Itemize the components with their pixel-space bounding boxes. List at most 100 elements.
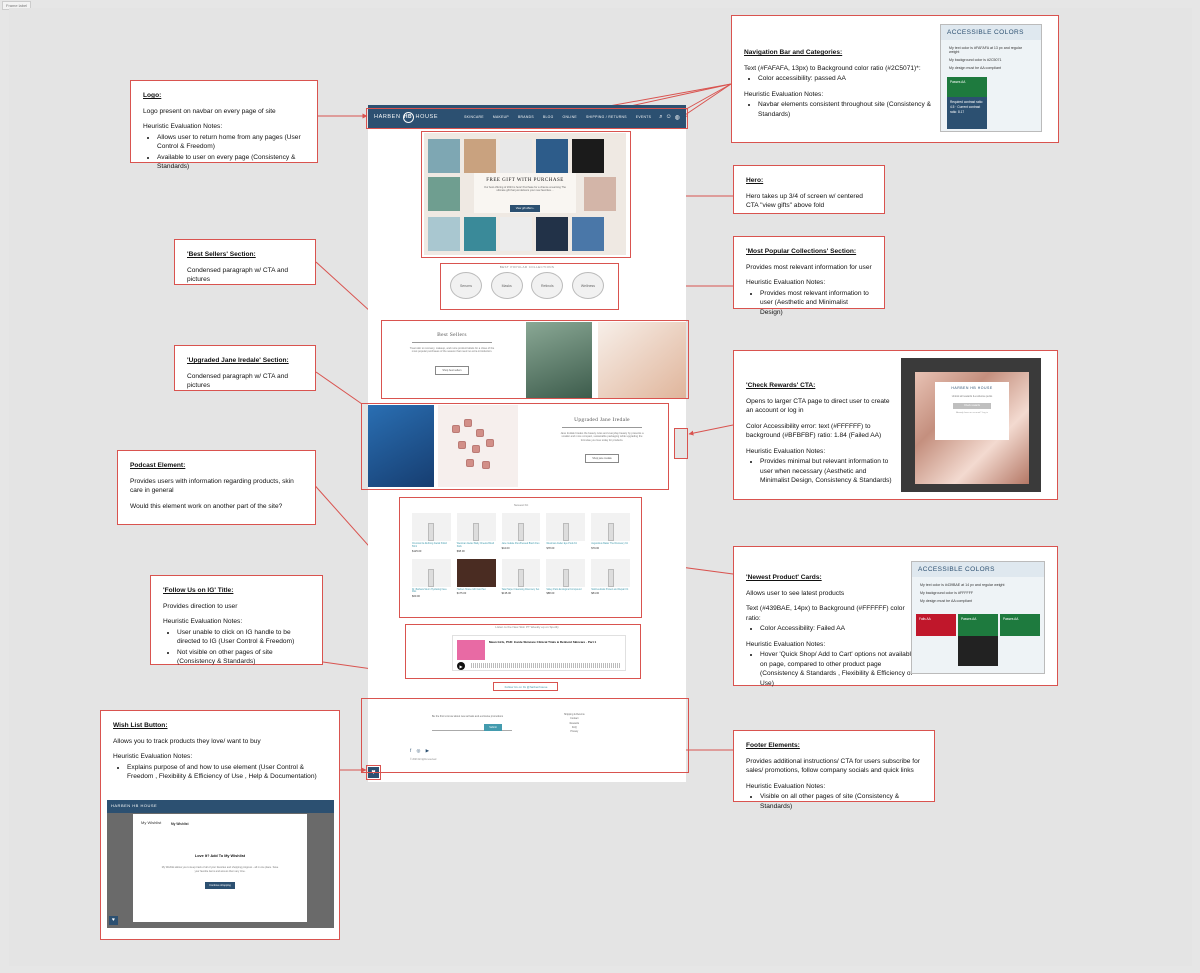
- product-card[interactable]: Sisley Paris Ecological Compound$88.00: [546, 558, 586, 599]
- continue-shopping-button[interactable]: Continue shopping: [205, 882, 235, 889]
- jane-iredale-section: Upgraded Jane Iredale Jane Iredale break…: [368, 405, 686, 489]
- wishlist-nav: HARBEN HB HOUSE: [107, 800, 334, 813]
- divider: [562, 427, 642, 428]
- spotify-player[interactable]: Mean Girls, PhD: Inside Skincare Clinica…: [452, 635, 626, 671]
- footer-link[interactable]: Shipping & Returns: [564, 713, 585, 716]
- search-icon[interactable]: ⌕: [659, 113, 663, 120]
- subscribe-button[interactable]: Submit: [484, 724, 502, 731]
- ac-title: ACCESSIBLE COLORS: [941, 25, 1041, 40]
- nav-link[interactable]: EVENTS: [635, 115, 652, 119]
- note-hero: Hero: Hero takes up 3/4 of screen w/ cen…: [733, 165, 885, 214]
- hero-product-image: [572, 139, 604, 173]
- note-jane: 'Upgraded Jane Iredale' Section: Condens…: [174, 345, 316, 391]
- copyright: © 2023 All rights reserved: [410, 759, 437, 761]
- wishlist-list-name[interactable]: My Wishlist: [171, 822, 189, 826]
- subscribe-text: Be the first to know about new arrivals …: [432, 715, 504, 718]
- wishlist-panel: My Wishlist My Wishlist Love It? Add To …: [133, 814, 307, 922]
- ac-pass-detail: Required contrast ratio: 4.5 · Current c…: [947, 97, 987, 129]
- navbar: HARBEN HB HOUSE SKINCARE MAKEUP BRANDS B…: [368, 105, 686, 129]
- navbar-highlight: [366, 108, 688, 129]
- ac-fail-result: Fails AA: [916, 614, 956, 636]
- shop-jane-iredale-button[interactable]: Shop jane iredale: [585, 454, 619, 464]
- hero-heading: FREE GIFT WITH PURCHASE: [486, 178, 564, 183]
- collection-serums[interactable]: Serums: [450, 272, 482, 299]
- hero-product-image: [584, 177, 616, 211]
- product-card[interactable]: Westman Atelier Baby Cheeks Blush Stick$…: [456, 513, 496, 553]
- footer-quick-links: Shipping & Returns Contact Rewards FAQ P…: [564, 713, 585, 735]
- collection-retinols[interactable]: Retinols: [531, 272, 564, 299]
- rewards-login-link[interactable]: Already have an account? Log in: [956, 412, 988, 414]
- hero-banner: FREE GIFT WITH PURCHASE Our best offerin…: [424, 133, 626, 255]
- shop-best-sellers-button[interactable]: Shop best sellers: [435, 365, 469, 375]
- note-podcast: Podcast Element: Provides users with inf…: [117, 450, 316, 525]
- social-icons[interactable]: f ◎ ▶: [410, 748, 432, 753]
- compacts-image: [438, 405, 518, 487]
- hero-product-image: [464, 139, 496, 173]
- logo-left-text: HARBEN: [374, 114, 401, 120]
- note-footer: Footer Elements: Provides additional ins…: [733, 730, 935, 810]
- wishlist-title: My Wishlist: [141, 820, 162, 825]
- collection-masks[interactable]: Masks: [490, 272, 523, 299]
- hero-product-image: [428, 217, 460, 251]
- cart-icon[interactable]: ◍: [674, 114, 680, 121]
- audio-waveform[interactable]: [471, 663, 621, 668]
- check-rewards-screenshot: HARBEN HB HOUSE Unlock all rewards & exc…: [901, 358, 1041, 492]
- product-card[interactable]: Tata Harper Cleansing Discovery Set$135.…: [501, 558, 541, 599]
- nav-link[interactable]: MAKEUP: [492, 115, 509, 119]
- play-icon[interactable]: ▶: [457, 662, 465, 670]
- footer-link[interactable]: Contact: [570, 717, 579, 721]
- footer-link[interactable]: Rewards: [569, 721, 580, 725]
- ac-title: ACCESSIBLE COLORS: [912, 562, 1044, 577]
- footer-link[interactable]: FAQ: [571, 725, 577, 729]
- note-collections: 'Most Popular Collections' Section: Prov…: [733, 236, 885, 316]
- logo-right-text: HOUSE: [415, 114, 439, 120]
- logo-monogram: HB: [402, 111, 414, 123]
- nav-link[interactable]: ONLINE: [562, 115, 577, 119]
- popular-collections: BEST POPULAR COLLECTIONS Serums Masks Re…: [446, 265, 608, 303]
- logo[interactable]: HARBEN HB HOUSE: [374, 111, 439, 123]
- rewards-button[interactable]: Check rewards: [953, 403, 991, 409]
- product-card[interactable]: Westman Atelier Eye Pods Kit$78.00: [546, 513, 586, 553]
- nav-link[interactable]: BLOG: [542, 115, 554, 119]
- product-card[interactable]: Omorovicza Refining Facial Polish 50ml$1…: [412, 513, 451, 553]
- hero-product-image: [464, 217, 496, 251]
- best-sellers-section: Best Sellers Treat skin to recovery, mak…: [382, 322, 686, 398]
- collections-highlight: [440, 263, 619, 310]
- collection-wellness[interactable]: Wellness: [571, 272, 604, 299]
- hero-product-image: [428, 139, 460, 173]
- product-card[interactable]: Harben House Gift Card Set$175.00: [456, 558, 496, 599]
- hand-product-image: [598, 322, 686, 398]
- hero-product-image: [536, 139, 568, 173]
- hero-product-image: [500, 217, 532, 251]
- jane-heading: Upgraded Jane Iredale: [574, 417, 630, 423]
- nav-link[interactable]: SKINCARE: [464, 115, 484, 119]
- hero-product-image: [536, 217, 568, 251]
- user-icon[interactable]: ☺: [665, 113, 672, 120]
- hero-cta-panel: FREE GIFT WITH PURCHASE Our best offerin…: [474, 173, 576, 213]
- jane-highlight: [361, 403, 669, 490]
- email-field[interactable]: [432, 725, 512, 731]
- episode-title: Mean Girls, PhD: Inside Skincare Clinica…: [489, 640, 597, 644]
- ac-pass-result: Passes AA: [947, 77, 987, 97]
- note-ig: 'Follow Us on IG' Title: Provides direct…: [150, 575, 323, 665]
- footer-link[interactable]: Privacy: [570, 730, 579, 734]
- wishlist-highlight: [366, 765, 381, 780]
- product-card[interactable]: Dr. Barbara Sturm Hydrating Face Mist$60…: [412, 558, 451, 598]
- nav-link[interactable]: SHIPPING / RETURNS: [585, 115, 627, 119]
- newest-products-highlight: [399, 497, 642, 618]
- hero-product-image: [428, 177, 460, 211]
- best-sellers-heading: Best Sellers: [437, 332, 467, 338]
- podcast-cover-image: [457, 640, 485, 660]
- follow-ig-title: Follow Us on IG @harbenhouse: [504, 685, 548, 689]
- view-gifts-button[interactable]: View gift offers ›: [509, 204, 541, 212]
- rewards-text: Unlock all rewards & exclusive perks: [951, 395, 993, 398]
- heart-icon[interactable]: ♥: [109, 916, 118, 925]
- product-card[interactable]: Augustinus Bader The Discovery Kit$79.00: [591, 513, 630, 553]
- product-card[interactable]: Jane Iredale PurePressed Blush Duo$44.00: [501, 513, 541, 553]
- product-card[interactable]: SkinCeuticals Protect and Repair Kit$84.…: [591, 558, 630, 599]
- newest-products: Newest Kit Omorovicza Refining Facial Po…: [402, 499, 640, 617]
- nav-link[interactable]: BRANDS: [517, 115, 534, 119]
- ac-pass-result: Passes AA: [958, 614, 998, 636]
- check-rewards-button[interactable]: [674, 428, 688, 459]
- nav-links: SKINCARE MAKEUP BRANDS BLOG ONLINE SHIPP…: [464, 115, 651, 119]
